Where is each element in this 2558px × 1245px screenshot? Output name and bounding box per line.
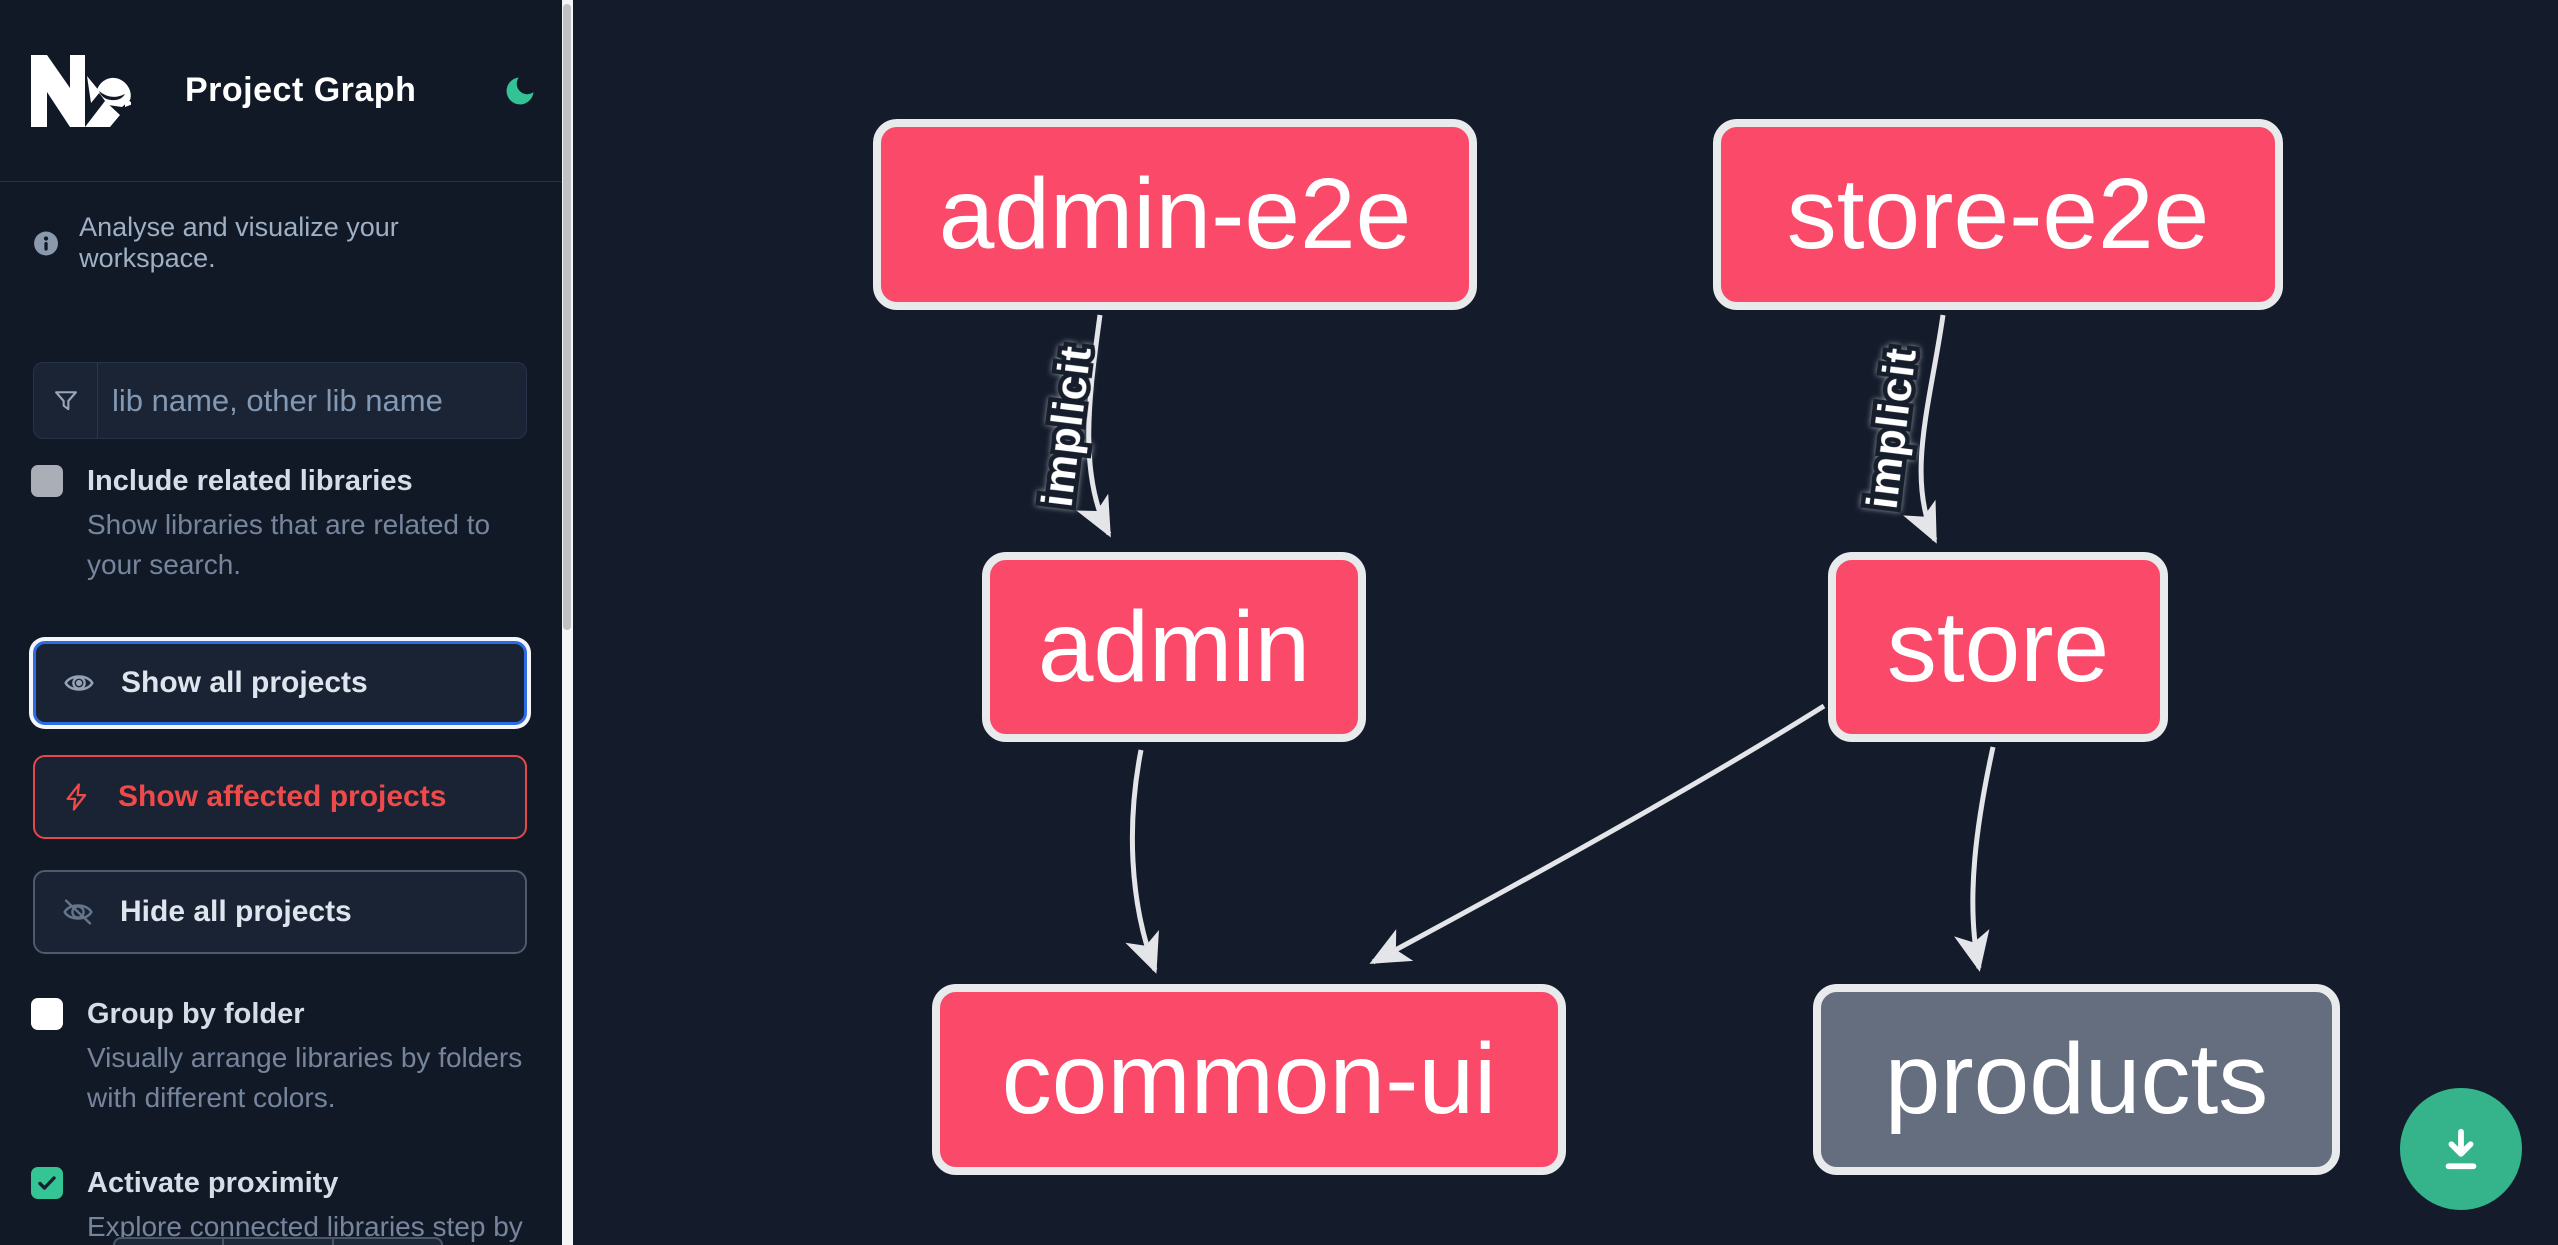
checkbox-unchecked-icon[interactable]	[31, 465, 63, 497]
node-admin[interactable]: admin	[982, 552, 1366, 742]
segment[interactable]	[224, 1239, 334, 1245]
button-label: Hide all projects	[120, 895, 352, 928]
node-label: products	[1884, 1023, 2269, 1135]
check-icon	[38, 1176, 56, 1190]
edge-store-to-products	[1954, 746, 1996, 972]
search-input[interactable]	[98, 363, 526, 438]
sidebar-header: Project Graph	[0, 0, 562, 181]
checkbox-description: Explore connected libraries step by step…	[87, 1211, 523, 1242]
sidebar: Project Graph Analyse and visualize your…	[0, 0, 562, 1245]
sidebar-scrollbar-thumb[interactable]	[563, 4, 571, 630]
button-label: Show affected projects	[118, 780, 447, 813]
sidebar-scrollbar-track	[562, 0, 573, 1245]
info-icon	[34, 231, 58, 255]
edge-label-implicit: implicit	[1857, 345, 1925, 512]
node-label: admin-e2e	[938, 158, 1412, 270]
checkbox-description: Show libraries that are related to your …	[87, 509, 491, 580]
checkbox-checked-icon[interactable]	[31, 1167, 63, 1199]
button-label: Show all projects	[121, 666, 368, 699]
eye-off-icon	[63, 899, 93, 925]
download-icon	[2445, 1128, 2477, 1170]
edge-store-e2e-to-store	[1903, 314, 1946, 544]
checkbox-include-related[interactable]: Include related libraries Show libraries…	[31, 463, 532, 585]
show-all-projects-button[interactable]: Show all projects	[33, 641, 527, 725]
node-label: store	[1886, 590, 2110, 703]
workspace-tagline: Analyse and visualize your workspace.	[33, 212, 527, 274]
checkbox-label: Activate proximity	[87, 1167, 339, 1199]
checkbox-unchecked-icon[interactable]	[31, 998, 63, 1030]
node-admin-e2e[interactable]: admin-e2e	[873, 119, 1477, 310]
checkbox-label: Group by folder	[87, 998, 305, 1030]
node-products[interactable]: products	[1813, 984, 2340, 1175]
tagline-text: Analyse and visualize your workspace.	[79, 212, 399, 273]
download-graph-button[interactable]	[2400, 1088, 2522, 1210]
node-label: admin	[1037, 590, 1311, 703]
node-common-ui[interactable]: common-ui	[932, 984, 1566, 1175]
node-store[interactable]: store	[1828, 552, 2168, 742]
edge-admin-to-common-ui	[1125, 749, 1159, 974]
segmented-control-partial[interactable]	[113, 1237, 443, 1245]
theme-toggle-button[interactable]	[500, 71, 540, 111]
segment[interactable]	[334, 1239, 441, 1245]
checkbox-group-by-folder[interactable]: Group by folder Visually arrange librari…	[31, 996, 532, 1118]
node-label: common-ui	[1001, 1023, 1497, 1135]
header-divider	[0, 181, 562, 182]
graph-edges: implicit implicit	[1028, 314, 1996, 974]
show-affected-projects-button[interactable]: Show affected projects	[33, 755, 527, 839]
segment[interactable]	[115, 1239, 225, 1245]
edge-admin-e2e-to-admin	[1076, 314, 1112, 538]
bolt-icon	[66, 783, 87, 811]
nx-logo	[31, 54, 131, 127]
moon-icon	[506, 77, 534, 104]
graph-canvas[interactable]: implicit implicit admin-e2e store-e2e ad…	[573, 0, 2558, 1245]
edge-store-to-common-ui	[1369, 703, 1826, 965]
node-store-e2e[interactable]: store-e2e	[1713, 119, 2283, 310]
checkbox-activate-proximity[interactable]: Activate proximity Explore connected lib…	[31, 1165, 532, 1245]
search-box	[33, 362, 527, 439]
filter-funnel-icon	[34, 363, 98, 438]
page-title: Project Graph	[185, 71, 417, 109]
node-label: store-e2e	[1786, 158, 2210, 270]
checkbox-label: Include related libraries	[87, 465, 413, 497]
checkbox-description: Visually arrange libraries by folders wi…	[87, 1042, 523, 1113]
hide-all-projects-button[interactable]: Hide all projects	[33, 870, 527, 954]
eye-icon	[64, 675, 94, 691]
